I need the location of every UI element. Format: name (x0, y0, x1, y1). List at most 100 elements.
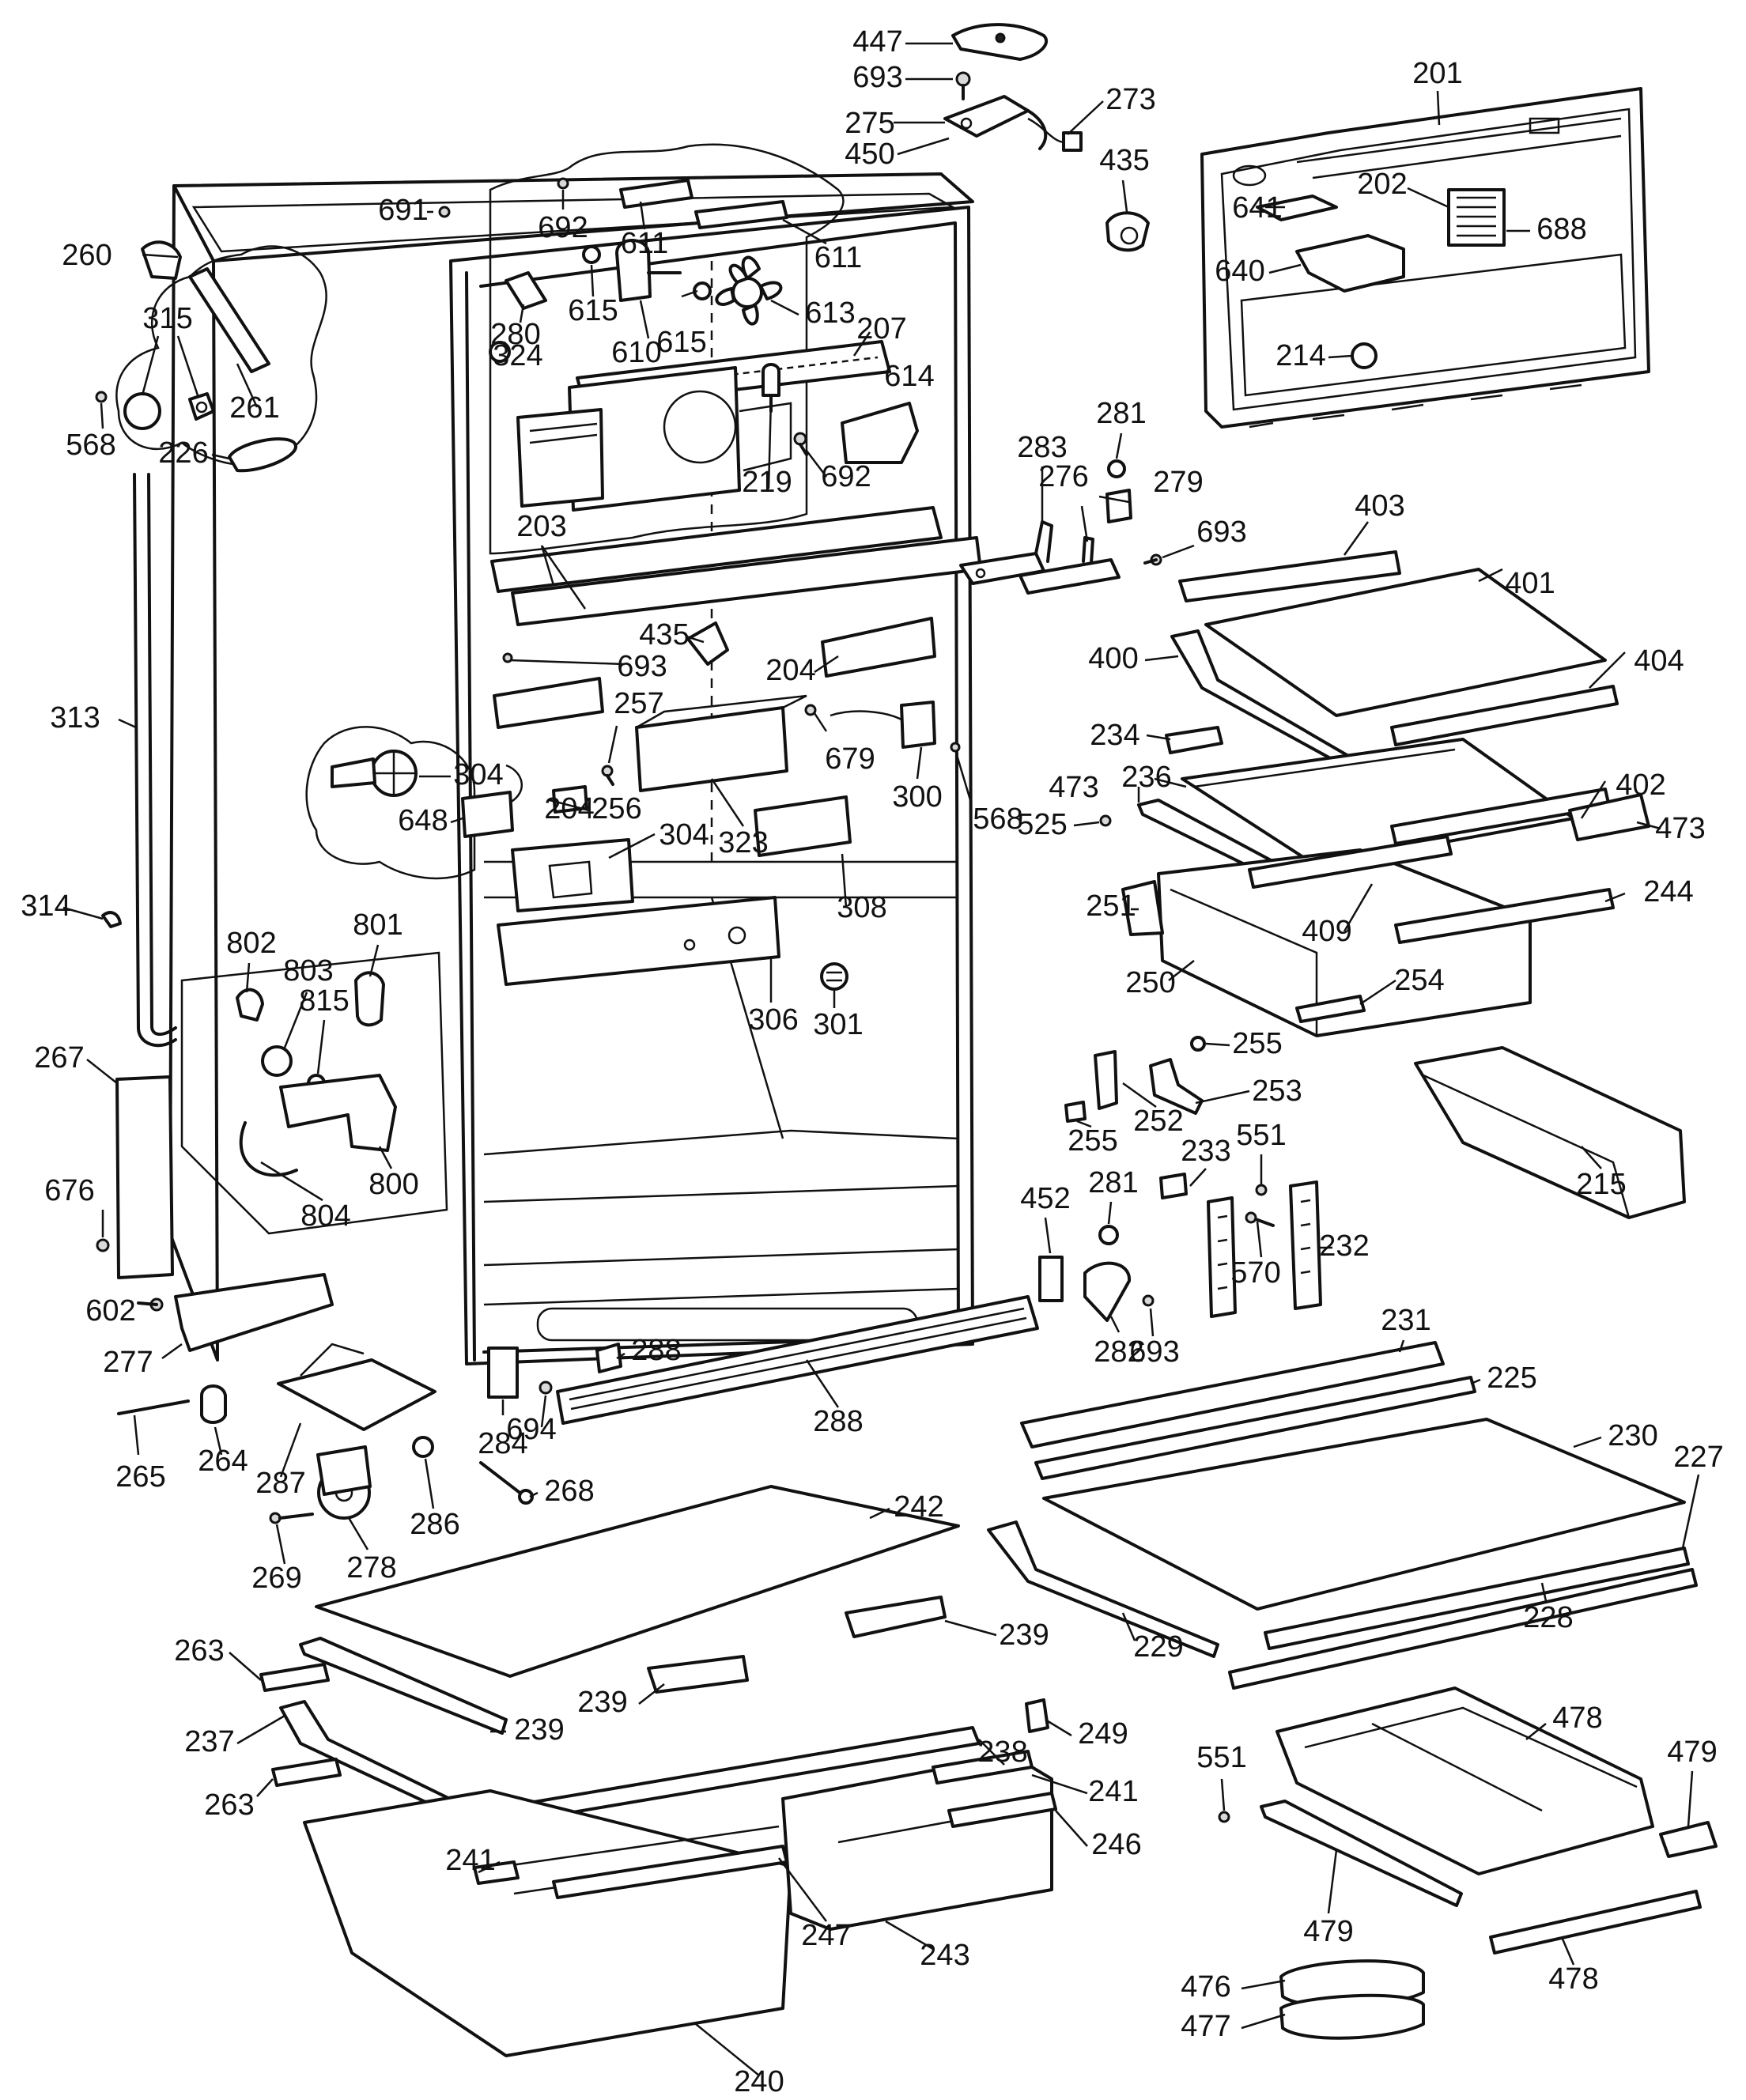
mullion-divider-rails (490, 506, 982, 626)
label-452: 452 (1020, 1182, 1070, 1215)
label-404: 404 (1634, 644, 1684, 678)
screw-676 (96, 1238, 110, 1252)
control-housing-323 (635, 694, 807, 792)
label-288: 288 (631, 1334, 681, 1367)
shelf-ladder-rail-232 (1289, 1180, 1322, 1310)
label-253: 253 (1252, 1075, 1302, 1108)
label-287: 287 (255, 1467, 305, 1500)
control-detail-outline (305, 726, 476, 880)
label-251: 251 (1086, 889, 1136, 923)
label-693: 693 (617, 650, 667, 683)
washer-255-right (1190, 1036, 1206, 1052)
label-286: 286 (410, 1508, 459, 1541)
label-288: 288 (813, 1405, 863, 1438)
label-611: 611 (621, 227, 669, 260)
label-268: 268 (544, 1475, 594, 1508)
door-bin-215 (1414, 1046, 1686, 1219)
drawer-trim-478 (1489, 1890, 1702, 1955)
label-447: 447 (852, 25, 902, 59)
ice-maker-light-801 (354, 971, 385, 1027)
label-255: 255 (1068, 1124, 1117, 1158)
spacer-452 (1038, 1256, 1064, 1302)
shelf-ladder-rail-233 (1207, 1196, 1237, 1318)
leveling-screw-268 (479, 1461, 534, 1505)
screw-694 (539, 1380, 553, 1395)
label-568: 568 (66, 429, 115, 462)
light-socket-435-mid (686, 621, 729, 666)
label-201: 201 (1412, 57, 1462, 90)
shelf-support-403 (1178, 550, 1401, 602)
shelf-trim-228 (1228, 1568, 1698, 1690)
label-301: 301 (813, 1008, 863, 1041)
roller-278 (316, 1445, 372, 1520)
ice-maker-fitting-802 (236, 988, 264, 1022)
label-401: 401 (1505, 567, 1555, 600)
bracket-308 (754, 795, 852, 857)
label-240: 240 (734, 2065, 784, 2098)
light-bulb-301 (820, 962, 848, 991)
screw-269 (269, 1512, 314, 1524)
label-263: 263 (204, 1788, 254, 1822)
label-473: 473 (1655, 812, 1705, 845)
fan-motor (615, 239, 682, 302)
fan-bracket-611-a (619, 179, 693, 209)
rail-479-right (1659, 1821, 1718, 1858)
tube-226 (228, 437, 297, 473)
label-688: 688 (1536, 213, 1586, 246)
grommet-615-a (582, 245, 601, 264)
rail-263-top (259, 1663, 330, 1692)
label-613: 613 (805, 296, 855, 330)
roller-264 (200, 1384, 227, 1424)
label-304: 304 (659, 818, 709, 852)
label-648: 648 (398, 804, 448, 837)
drawer-trim-247 (552, 1845, 788, 1899)
drawer-front-251 (1121, 880, 1164, 936)
label-254: 254 (1394, 964, 1444, 997)
bracket-204-left (493, 677, 604, 729)
label-800: 800 (368, 1168, 418, 1201)
label-435: 435 (639, 618, 689, 652)
rail-263-bottom (271, 1758, 342, 1787)
shroud-614 (841, 402, 919, 464)
shelf-trim-234 (1165, 726, 1223, 754)
rail-277 (174, 1273, 334, 1352)
control-panel-306 (497, 896, 780, 986)
label-679: 679 (825, 742, 875, 776)
label-409: 409 (1302, 915, 1351, 948)
label-237: 237 (184, 1725, 234, 1758)
label-264: 264 (198, 1445, 248, 1478)
label-215: 215 (1576, 1168, 1626, 1201)
label-239: 239 (999, 1618, 1049, 1652)
label-247: 247 (801, 1919, 851, 1952)
screw-570 (1245, 1211, 1275, 1227)
label-228: 228 (1523, 1601, 1573, 1634)
shelf-trim-409 (1248, 835, 1453, 889)
label-232: 232 (1319, 1229, 1369, 1263)
damper-control-648 (461, 764, 523, 838)
shelf-trim-404 (1390, 685, 1619, 746)
fan-blade (715, 255, 783, 326)
screw-692-top (557, 177, 569, 190)
label-236: 236 (1121, 761, 1171, 794)
drawer-frame-239-mid (647, 1655, 749, 1694)
washer-281-top (1107, 459, 1126, 478)
label-400: 400 (1088, 642, 1138, 675)
water-tubing-313 (133, 473, 177, 1048)
shelf-frame-229 (987, 1520, 1219, 1658)
label-234: 234 (1090, 719, 1139, 752)
label-283: 283 (1017, 431, 1067, 464)
valve-fitting-260 (141, 240, 182, 280)
label-244: 244 (1643, 875, 1693, 908)
label-242: 242 (894, 1490, 943, 1524)
label-261: 261 (229, 391, 279, 425)
label-207: 207 (856, 312, 906, 346)
label-263: 263 (174, 1634, 224, 1668)
label-602: 602 (85, 1294, 135, 1328)
screw-691 (438, 206, 451, 218)
label-525: 525 (1017, 808, 1067, 841)
label-276: 276 (1038, 460, 1088, 493)
meat-drawer-478 (1275, 1686, 1654, 1875)
label-641: 641 (1232, 191, 1282, 225)
label-692: 692 (538, 211, 588, 244)
label-281: 281 (1088, 1166, 1138, 1199)
